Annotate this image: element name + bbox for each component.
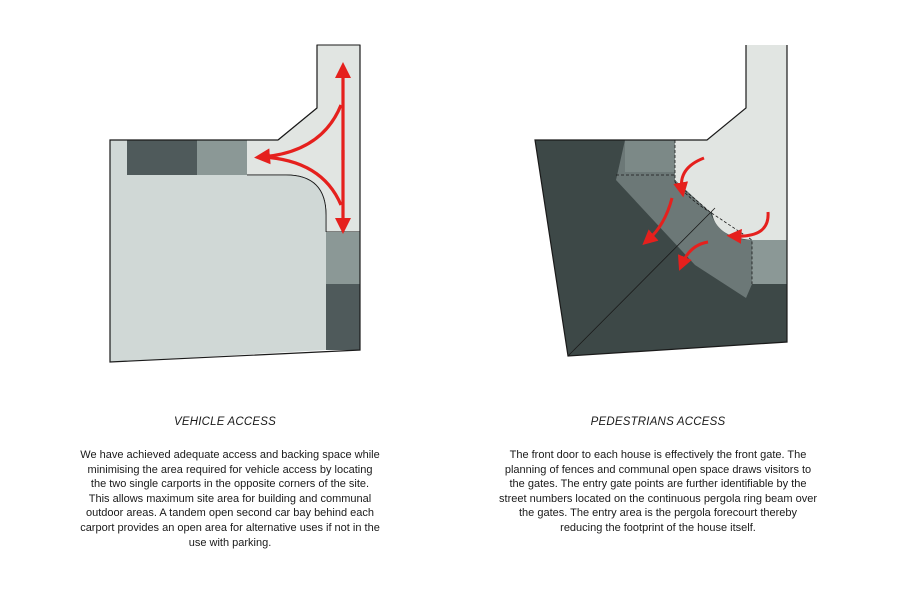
vehicle-access-title: VEHICLE ACCESS xyxy=(173,416,277,428)
driveway-light xyxy=(675,45,787,240)
pedestrians-access-title: PEDESTRIANS ACCESS xyxy=(590,416,726,428)
pedestrians-access-panel: PEDESTRIANS ACCESS The front door to eac… xyxy=(450,0,900,600)
vehicle-access-diagram xyxy=(109,44,361,363)
diagonal-boundary xyxy=(567,207,716,357)
arrow-left-lower-curve xyxy=(261,155,343,206)
ped-arrow-4 xyxy=(678,240,709,271)
pedestrians-access-description: The front door to each house is effectiv… xyxy=(499,449,817,534)
forecourt-dashes xyxy=(616,140,753,284)
pergola-forecourt xyxy=(616,140,752,298)
site-outline xyxy=(109,45,361,363)
site-outline-right xyxy=(534,45,788,357)
ped-arrow-2 xyxy=(642,197,674,245)
pedestrians-access-diagram xyxy=(534,45,788,357)
arrow-left-upper-curve xyxy=(254,104,343,165)
carport-light-top xyxy=(197,140,247,175)
ped-arrow-3 xyxy=(726,211,770,244)
carport-light-right xyxy=(326,232,360,284)
carport-dark-right xyxy=(326,284,360,350)
site-lot xyxy=(110,140,326,362)
vehicle-access-description: We have achieved adequate access and bac… xyxy=(80,449,380,549)
vehicle-access-panel: VEHICLE ACCESS We have achieved adequate… xyxy=(80,44,380,549)
driveway-curb xyxy=(247,174,327,232)
gate-top xyxy=(625,140,675,172)
carport-dark-top xyxy=(127,140,197,175)
gate-right xyxy=(752,240,787,284)
ped-arrow-1 xyxy=(673,156,705,198)
